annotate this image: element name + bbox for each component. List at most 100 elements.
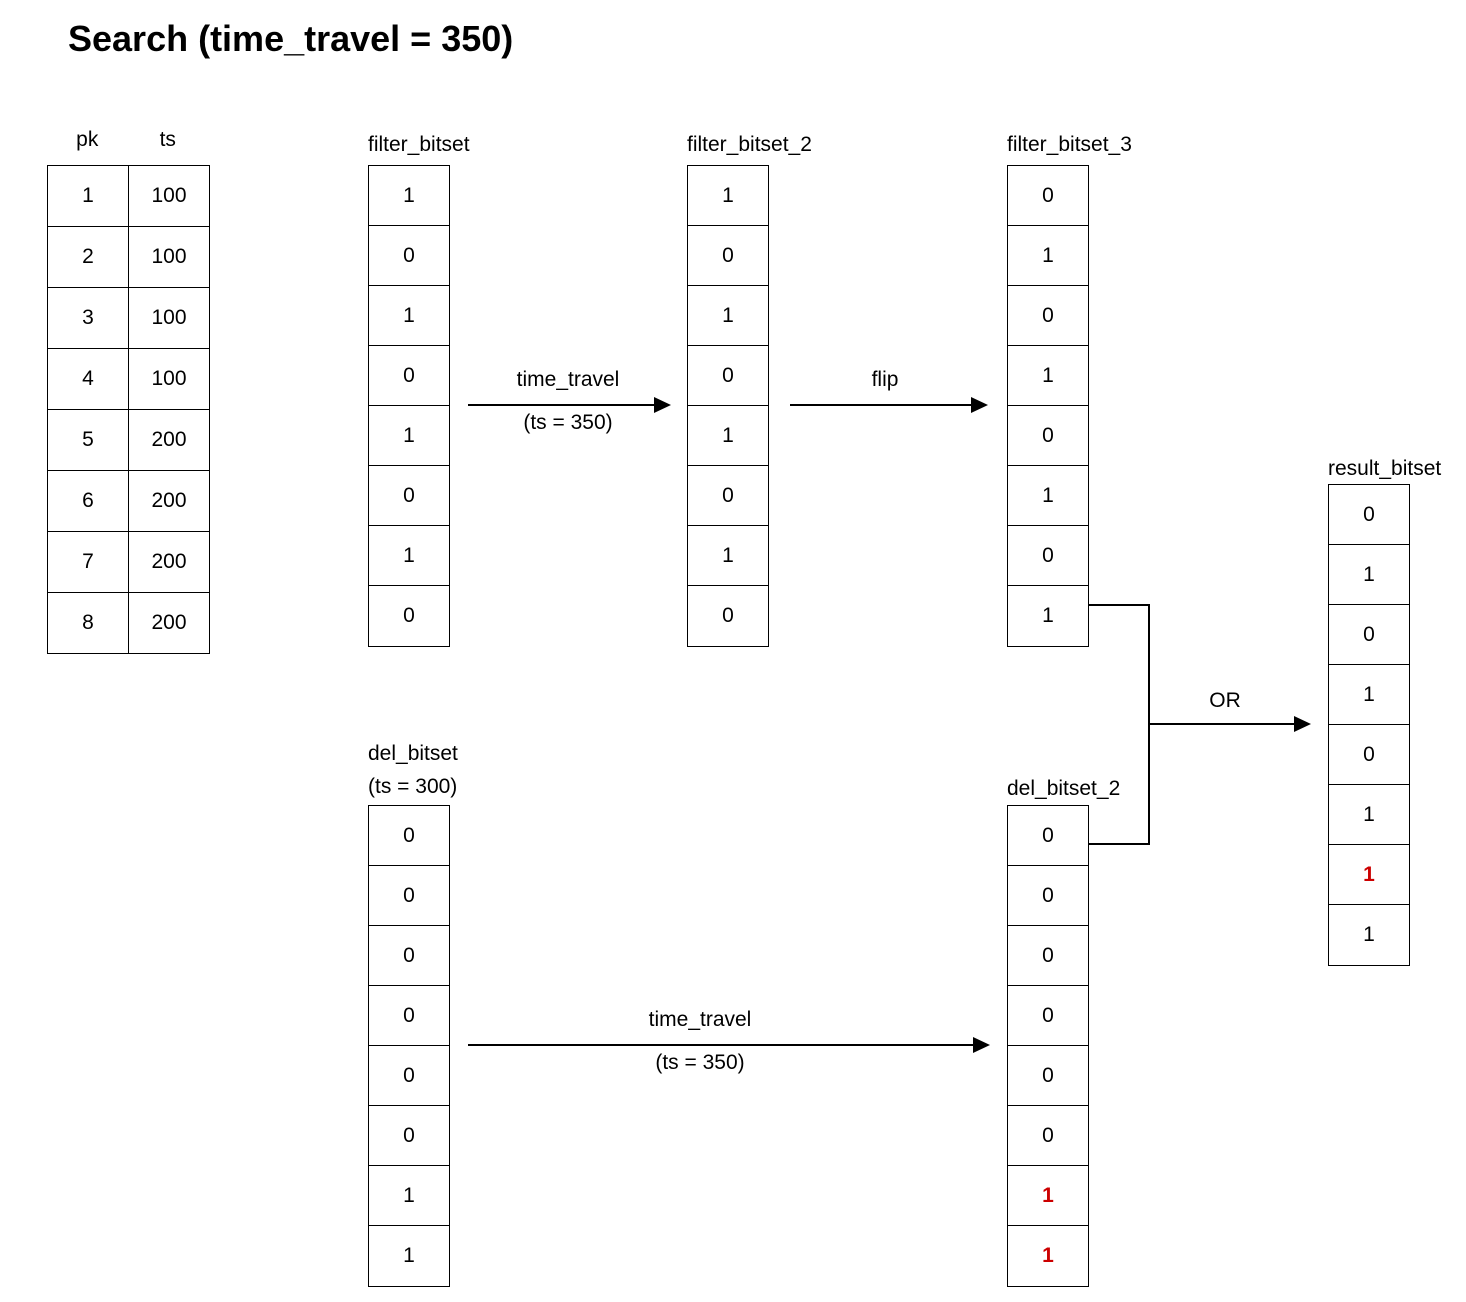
or-connector-top-line [1089, 604, 1150, 606]
cell-ts: 100 [128, 226, 210, 288]
table-row: 3 100 [47, 287, 210, 349]
bitset-cell: 1 [403, 1244, 415, 1267]
bitset-cell: 0 [369, 1106, 449, 1166]
or-connector-bottom-line [1089, 843, 1150, 845]
bitset-cell: 1 [1008, 466, 1088, 526]
table-row: 1 100 [47, 165, 210, 227]
cell-ts: 100 [128, 348, 210, 410]
del-bitset-sublabel: (ts = 300) [368, 775, 458, 798]
arrow-time-travel-bottom-line [468, 1044, 973, 1046]
bitset-cell: 1 [1329, 845, 1409, 905]
bitset-cell: 1 [1008, 346, 1088, 406]
bitset-cell: 0 [1008, 286, 1088, 346]
bitset-cell: 0 [1008, 806, 1088, 866]
bitset-cell: 0 [688, 226, 768, 286]
filter-bitset-2-label: filter_bitset_2 [687, 133, 812, 156]
table-row: 2 100 [47, 226, 210, 288]
column-header-ts: ts [159, 128, 176, 151]
bitset-cell: 0 [1329, 725, 1409, 785]
bitset-cell: 1 [1363, 923, 1375, 946]
cell-pk: 3 [47, 287, 129, 349]
arrow-flip-head [971, 397, 988, 413]
bitset-cell: 0 [369, 226, 449, 286]
bitset-cell: 1 [1042, 1244, 1054, 1267]
arrow-or-head [1294, 716, 1311, 732]
bitset-cell: 1 [369, 406, 449, 466]
arrow-time-travel-top-line [468, 404, 654, 406]
bitset-cell: 0 [1008, 1046, 1088, 1106]
cell-pk: 4 [47, 348, 129, 410]
arrow-time-travel-top-head [654, 397, 671, 413]
bitset-cell: 1 [1008, 1166, 1088, 1226]
bitset-cell: 1 [1042, 604, 1054, 627]
filter-bitset-3-label: filter_bitset_3 [1007, 133, 1132, 156]
edge-label-time-travel-bottom-1: time_travel [648, 1008, 752, 1031]
bitset-cell: 1 [1329, 665, 1409, 725]
bitset-cell: 0 [369, 466, 449, 526]
del-bitset-label: del_bitset [368, 742, 458, 765]
filter-bitset-label: filter_bitset [368, 133, 470, 156]
bitset-cell: 0 [369, 346, 449, 406]
bitset-cell: 0 [1008, 526, 1088, 586]
table-row: 5 200 [47, 409, 210, 471]
bitset-cell: 1 [688, 286, 768, 346]
bitset-cell: 0 [369, 926, 449, 986]
arrow-flip-line [790, 404, 971, 406]
edge-label-or: OR [1209, 689, 1241, 712]
bitset-cell: 1 [688, 406, 768, 466]
bitset-cell: 1 [1329, 545, 1409, 605]
cell-ts: 200 [128, 592, 210, 654]
bitset-cell: 1 [369, 1166, 449, 1226]
table-row: 6 200 [47, 470, 210, 532]
bitset-cell: 1 [369, 166, 449, 226]
cell-pk: 6 [47, 470, 129, 532]
cell-ts: 100 [128, 287, 210, 349]
bitset-cell: 1 [1008, 226, 1088, 286]
edge-label-time-travel-top-2: (ts = 350) [523, 411, 613, 434]
bitset-cell: 0 [369, 1046, 449, 1106]
bitset-cell: 0 [1329, 605, 1409, 665]
bitset-cell: 1 [369, 286, 449, 346]
arrow-time-travel-bottom-head [973, 1037, 990, 1053]
bitset-cell: 0 [1008, 406, 1088, 466]
bitset-cell: 0 [688, 346, 768, 406]
cell-ts: 200 [128, 531, 210, 593]
bitset-cell: 0 [369, 866, 449, 926]
del-bitset-2-label: del_bitset_2 [1007, 777, 1121, 800]
bitset-cell: 1 [688, 526, 768, 586]
bitset-cell: 0 [403, 604, 415, 627]
bitset-cell: 0 [1008, 166, 1088, 226]
arrow-or-line [1148, 723, 1294, 725]
bitset-cell: 1 [1329, 785, 1409, 845]
edge-label-time-travel-top-1: time_travel [516, 368, 620, 391]
cell-pk: 8 [47, 592, 129, 654]
records-table-header: pk ts [47, 128, 208, 152]
result-bitset-label: result_bitset [1328, 457, 1442, 480]
bitset-cell: 0 [1008, 1106, 1088, 1166]
edge-label-time-travel-bottom-2: (ts = 350) [655, 1051, 745, 1074]
bitset-cell: 0 [688, 466, 768, 526]
page-title: Search (time_travel = 350) [68, 18, 514, 59]
table-row: 4 100 [47, 348, 210, 410]
cell-pk: 7 [47, 531, 129, 593]
cell-pk: 5 [47, 409, 129, 471]
cell-ts: 200 [128, 470, 210, 532]
bitset-cell: 0 [1008, 866, 1088, 926]
cell-pk: 1 [47, 165, 129, 227]
bitset-cell: 0 [369, 986, 449, 1046]
bitset-cell: 1 [688, 166, 768, 226]
bitset-cell: 0 [1008, 926, 1088, 986]
edge-label-flip: flip [871, 368, 899, 391]
cell-pk: 2 [47, 226, 129, 288]
bitset-cell: 1 [369, 526, 449, 586]
cell-ts: 200 [128, 409, 210, 471]
bitset-cell: 0 [722, 604, 734, 627]
cell-ts: 100 [128, 165, 210, 227]
